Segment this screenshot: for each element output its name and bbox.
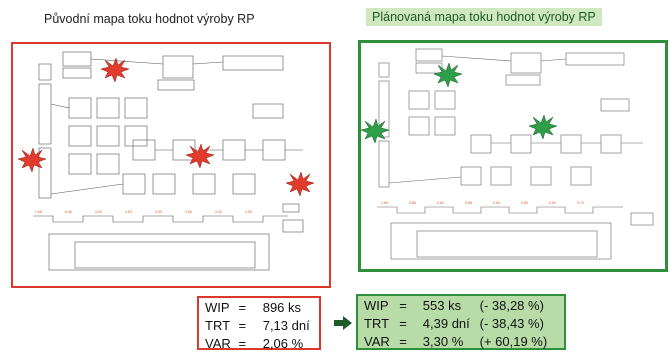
kaizen-burst-icon <box>285 171 315 197</box>
metric-value: 553 ks <box>422 298 462 313</box>
metric-equals: = <box>399 298 407 313</box>
metric-equals: = <box>238 336 247 351</box>
metric-label: VAR <box>364 334 390 349</box>
planned-metrics-box: WIP = 553 ks (- 38,28 %) TRT = 4,39 dní … <box>356 294 566 350</box>
svg-text:0,79: 0,79 <box>577 201 584 205</box>
metric-row-trt: TRT = 4,39 dní (- 38,43 %) <box>364 315 558 333</box>
metric-value: 7,13 dní <box>262 318 310 333</box>
metric-label: WIP <box>205 300 230 315</box>
planned-map-drawing: 1,66 0,86 0,60 0,58 0,60 0,50 0,50 0,79 <box>361 48 654 260</box>
original-metrics-box: WIP = 896 ks TRT = 7,13 dní VAR = 2,06 % <box>197 296 321 353</box>
metric-row-var: VAR = 3,30 % (+ 60,19 %) <box>364 333 558 351</box>
svg-text:0,50: 0,50 <box>521 201 528 205</box>
svg-text:0,50: 0,50 <box>549 201 556 205</box>
metric-equals: = <box>238 300 247 315</box>
svg-text:3,40: 3,40 <box>215 210 222 214</box>
svg-text:0,58: 0,58 <box>465 201 472 205</box>
metric-value: 4,39 dní <box>422 316 470 331</box>
original-value-stream-map: 1,66 6,46 0,60 4,63 0,93 0,65 3,40 2,05 <box>11 42 331 288</box>
svg-text:6,46: 6,46 <box>65 210 72 214</box>
metric-label: TRT <box>205 318 231 333</box>
metric-value: 896 ks <box>262 300 302 315</box>
metric-equals: = <box>399 316 407 331</box>
metric-equals: = <box>238 318 247 333</box>
metric-value: 2,06 % <box>262 336 304 351</box>
original-map-drawing: 1,66 6,46 0,60 4,63 0,93 0,65 3,40 2,05 <box>17 51 315 271</box>
metric-equals: = <box>399 334 407 349</box>
svg-text:0,60: 0,60 <box>493 201 500 205</box>
svg-text:1,66: 1,66 <box>381 201 388 205</box>
svg-text:0,86: 0,86 <box>409 201 416 205</box>
planned-value-stream-map: 1,66 0,86 0,60 0,58 0,60 0,50 0,50 0,79 <box>358 40 668 272</box>
original-map-title: Původní mapa toku hodnot výroby RP <box>44 12 255 26</box>
kaizen-burst-icon <box>433 62 463 88</box>
svg-text:1,66: 1,66 <box>35 210 42 214</box>
svg-text:0,60: 0,60 <box>95 210 102 214</box>
right-arrow-icon <box>334 316 352 330</box>
metric-label: VAR <box>205 336 231 351</box>
metric-row-trt: TRT = 7,13 dní <box>205 317 313 335</box>
planned-map-title: Plánovaná mapa toku hodnot výroby RP <box>366 8 602 26</box>
kaizen-burst-icon <box>100 57 130 83</box>
metric-row-wip: WIP = 553 ks (- 38,28 %) <box>364 297 558 315</box>
svg-text:0,65: 0,65 <box>185 210 192 214</box>
metric-value: 3,30 % <box>422 334 464 349</box>
metric-row-var: VAR = 2,06 % <box>205 335 313 353</box>
kaizen-burst-icon <box>185 143 215 169</box>
kaizen-burst-icon <box>528 114 558 140</box>
metric-label: WIP <box>364 298 389 313</box>
metric-change: (- 38,43 %) <box>479 316 544 331</box>
metric-row-wip: WIP = 896 ks <box>205 299 313 317</box>
metric-change: (- 38,28 %) <box>479 298 544 313</box>
kaizen-burst-icon <box>17 147 47 173</box>
svg-text:0,60: 0,60 <box>437 201 444 205</box>
metric-change: (+ 60,19 %) <box>479 334 548 349</box>
svg-text:4,63: 4,63 <box>125 210 132 214</box>
svg-text:2,05: 2,05 <box>245 210 252 214</box>
metric-label: TRT <box>364 316 390 331</box>
kaizen-burst-icon <box>361 118 390 144</box>
svg-text:0,93: 0,93 <box>155 210 162 214</box>
